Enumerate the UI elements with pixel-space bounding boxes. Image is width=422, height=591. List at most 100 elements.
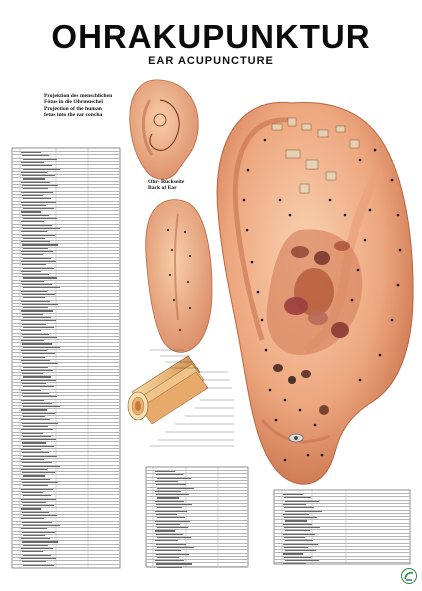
table-row-text [283, 513, 309, 515]
table-row-text [22, 442, 46, 444]
table-row-text [22, 561, 46, 563]
table-row-text [23, 396, 57, 398]
table-row-text [157, 556, 179, 558]
table-row-text [283, 543, 318, 545]
back-caption-de: Ohr- Rückseite [148, 179, 185, 185]
table-row-text [21, 518, 44, 520]
table-row-text [21, 340, 44, 342]
table-row-text [23, 455, 57, 457]
table-row-text [22, 511, 49, 513]
table-row-text [22, 234, 55, 236]
table-row-text [21, 152, 41, 154]
table-row-text [23, 515, 57, 517]
table-row-text [23, 178, 45, 180]
table-row-text [22, 293, 55, 296]
table-row-text [23, 524, 60, 527]
table-row-text [23, 247, 48, 249]
table-row-text [22, 303, 58, 305]
table-row-text [22, 155, 49, 157]
table-row-text [21, 528, 47, 530]
back-caption: Ohr- Rückseite Back of Ear [148, 179, 208, 192]
table-row-text [23, 277, 57, 279]
table-row-text [21, 181, 50, 183]
table-row-text [23, 346, 60, 348]
table-row-text [156, 553, 189, 555]
table-row-text [22, 363, 58, 365]
table-row-text [23, 237, 45, 239]
table-row-text [284, 546, 308, 548]
table-row-text [22, 274, 49, 276]
table-row-text [155, 540, 178, 542]
table-row-text [156, 533, 183, 535]
table-row-text [21, 557, 56, 560]
table-row-text [22, 284, 52, 286]
table-row-text [22, 402, 52, 404]
table-row-text [23, 218, 57, 220]
table-row-text [285, 520, 307, 522]
fetus-ear [129, 79, 199, 180]
table-row-text [156, 513, 177, 516]
table-row-text [284, 556, 311, 558]
fetus-caption: Projektion des menschlichen Fötus in die… [44, 93, 124, 119]
table-row-text [21, 290, 47, 292]
acupuncture-points [242, 138, 402, 462]
table-row-text [285, 550, 316, 552]
table-row-text [284, 527, 320, 529]
table-row-text [156, 543, 186, 545]
table-row-text [283, 523, 312, 525]
table-row-text [23, 505, 54, 507]
table-row-text [21, 359, 50, 362]
table-row-text [23, 435, 51, 437]
fetus-outline [149, 99, 180, 151]
table-row-text [22, 373, 43, 375]
table-row-text [23, 376, 51, 378]
table-row-text [21, 330, 41, 332]
table-row-text [23, 465, 60, 467]
table-row-text [21, 260, 56, 263]
table-row-text [22, 531, 55, 533]
poster-subtitle: EAR ACUPUNCTURE [148, 55, 274, 67]
table-row-text [21, 251, 53, 253]
table-row-text [22, 472, 55, 474]
table-row-text [21, 280, 44, 282]
table-row-text [23, 554, 51, 556]
table-row-text [23, 307, 48, 309]
fetus-caption-de-1: Projektion des menschlichen [44, 93, 113, 99]
table-row-text [23, 406, 60, 408]
table-row-text [155, 550, 181, 552]
table-row-text [23, 158, 57, 160]
table-row-text [23, 267, 54, 269]
table-row-text [22, 224, 52, 226]
table-row-text [23, 485, 48, 487]
table-row-text [22, 254, 43, 256]
table-row-text [22, 343, 52, 345]
table-row-text [157, 477, 191, 479]
table-row-text [22, 491, 43, 494]
table-row-text [21, 419, 50, 421]
table-row-text [23, 208, 54, 210]
table-row-text [23, 445, 54, 447]
table-row-text [22, 214, 49, 216]
table-row-text [157, 527, 188, 529]
organ-icons [271, 117, 360, 443]
table-row-text [21, 538, 50, 540]
table-row-text [22, 194, 43, 197]
table-row-text [155, 480, 178, 483]
tissue-diagram [127, 349, 234, 447]
table-row-text [283, 563, 306, 565]
table-row-text [157, 487, 194, 489]
table-row-text [284, 497, 311, 499]
table-row-text [22, 422, 58, 424]
table-row-text [23, 564, 54, 566]
table-row-text [283, 533, 315, 535]
table-row-text [155, 500, 184, 502]
table-row-text [285, 530, 310, 532]
table-row-text [22, 313, 43, 315]
table-row-text [157, 517, 185, 519]
table-row-text [157, 566, 182, 568]
table-row-text [22, 521, 52, 523]
table-row-text [22, 204, 46, 206]
table-row-text [22, 353, 55, 355]
fetus-caption-de-2: Fötus in die Ohrmuschel [44, 99, 103, 106]
table-row-text [156, 474, 183, 476]
